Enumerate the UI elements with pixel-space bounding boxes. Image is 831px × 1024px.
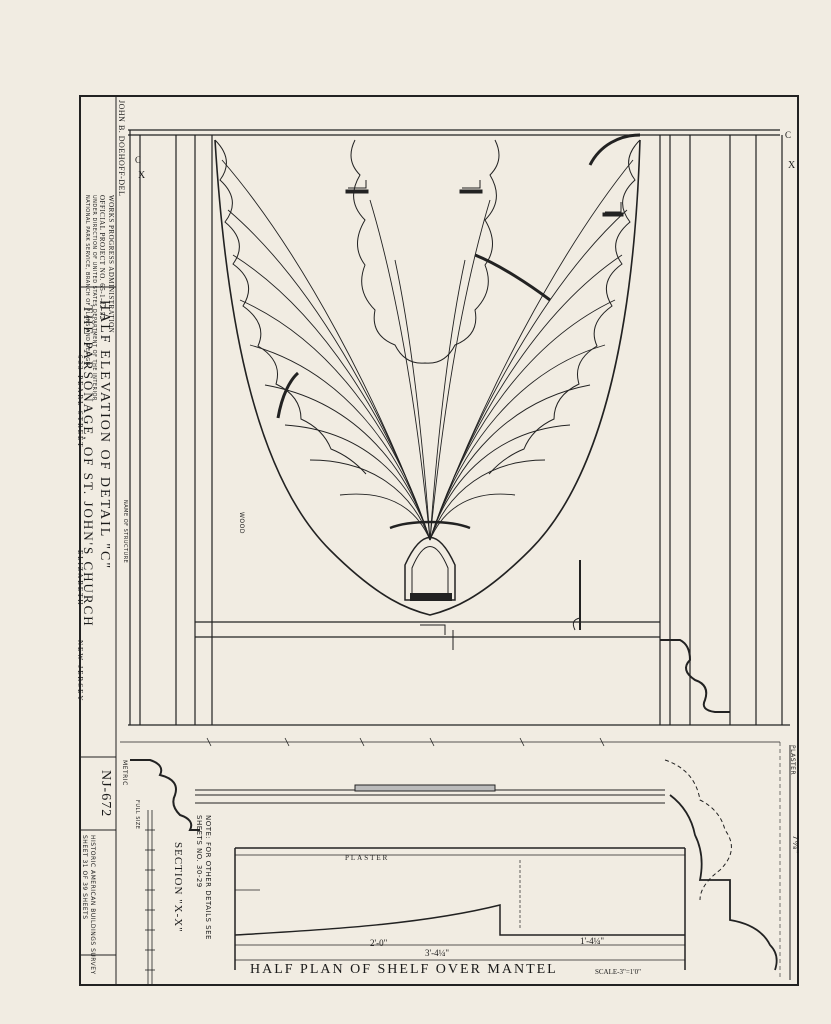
dashed-profile [664,759,732,901]
radiating-ribs [221,159,634,541]
scallop-right [488,139,641,475]
dimension-2-0: 2'-0" [370,938,388,948]
dimension-line [120,737,780,747]
right-molding-section [669,794,778,971]
shell-outline [214,139,641,616]
section-mark-x-right: X [788,160,796,171]
sheet-count: SHEET 31 OF 39 SHEETS [81,835,88,920]
full-size-label: FULL SIZE [134,800,140,830]
section-strip-top [588,133,641,166]
details-note: NOTE: FOR OTHER DETAILS SEE SHEETS NO. 3… [195,815,212,940]
section-mark-c-right: C [785,130,792,140]
section-xx-label: SECTION "X-X" [172,842,184,933]
wood-label: WOOD [238,512,245,534]
section-mark-x-left: X [138,170,146,181]
elevation-frame [128,129,790,726]
dimension-3-4: 3'-4¼" [425,948,450,958]
section-strip-right [474,253,551,302]
structure-address: 633 PEARL STREET [76,355,84,449]
metric-scale [145,810,155,985]
survey-name: HISTORIC AMERICAN BUILDINGS SURVEY [89,835,96,975]
sheet-title: HALF ELEVATION OF DETAIL "C" [97,300,112,571]
plaster-label: PLASTER [345,854,390,862]
city-name: ELIZABETH [76,550,84,607]
inner-scallop [350,139,500,364]
title-block-frame [80,96,117,985]
dimension-1-4: 1'-4¼" [580,936,605,946]
keystone-arch [404,536,456,601]
sheet-border [79,95,799,986]
shelf-plan-scale: SCALE-3"=1'0" [595,968,641,976]
name-of-structure-label: NAME OF STRUCTURE [122,500,128,564]
shelf-band [195,784,665,804]
shelf-plan-title: HALF PLAN OF SHELF OVER MANTEL [250,962,558,977]
plaster-label-right: PLASTER [789,745,796,776]
section-strip-left [276,371,300,419]
metric-label: METRIC [121,760,128,786]
section-xx-profile [130,759,200,831]
center-arc-strip [389,520,471,530]
state-name: NEW JERSEY [76,640,84,703]
scallop-left [214,139,367,475]
delineator-credit: JOHN B. DOEHOFF-DEL [117,100,126,197]
dimension-7-8: 7⁸⁄₈" [791,835,800,855]
survey-number: NJ-672 [98,770,113,818]
section-markers [345,180,624,650]
molding-profile-right [660,639,730,713]
section-mark-c-left: C [135,155,142,165]
shelf-plan [234,847,686,970]
